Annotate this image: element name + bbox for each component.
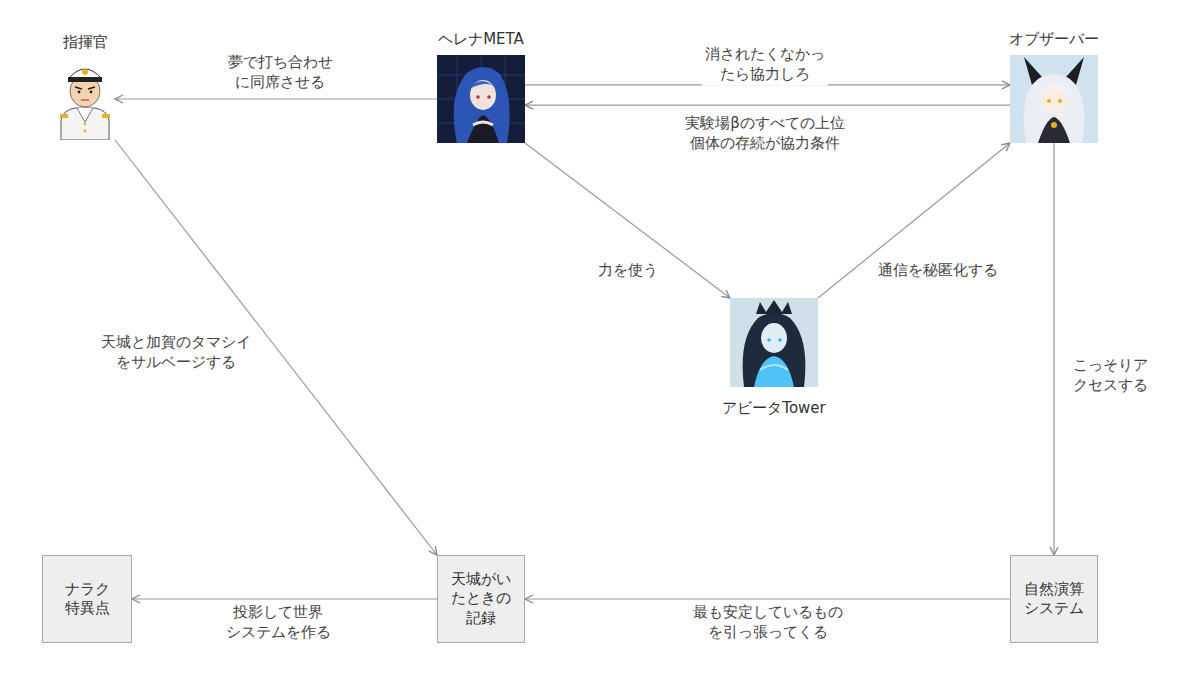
commander-icon bbox=[55, 58, 115, 140]
edge-label: こっそりア クセスする bbox=[1070, 354, 1151, 397]
tower-portrait bbox=[730, 298, 818, 387]
edge-label: 通信を秘匿化する bbox=[875, 259, 1001, 281]
edge-label: 実験場βのすべての上位 個体の存続が協力条件 bbox=[682, 112, 848, 155]
node-heading: アビータTower bbox=[722, 399, 825, 417]
arrow-connector bbox=[1053, 143, 1054, 555]
process-box: 天城がい たときの 記録 bbox=[437, 555, 525, 643]
box-label: ナラク 特異点 bbox=[65, 580, 110, 619]
box-label: 自然演算 システム bbox=[1024, 580, 1084, 619]
observer-portrait bbox=[1010, 55, 1098, 143]
arrow-connector bbox=[132, 598, 437, 599]
edge-label: 夢で打ち合わせ に同席させる bbox=[225, 51, 336, 94]
arrow-connector bbox=[115, 98, 437, 99]
node-heading: 指揮官 bbox=[63, 33, 108, 51]
person-node: オブザーバー bbox=[1010, 55, 1098, 143]
arrow-connector bbox=[525, 598, 1010, 599]
person-node: アビータTower bbox=[730, 298, 818, 387]
helena-portrait bbox=[437, 55, 525, 143]
edge-label: 天城と加賀のタマシイ をサルベージする bbox=[98, 331, 254, 374]
edge-label: 最も安定しているもの を引っ張ってくる bbox=[690, 601, 846, 644]
arrow-connector bbox=[525, 143, 730, 298]
process-box: ナラク 特異点 bbox=[42, 555, 132, 643]
person-node: 指揮官 bbox=[55, 58, 115, 140]
arrow-connector bbox=[525, 105, 1010, 106]
edge-label: 力を使う bbox=[595, 259, 661, 281]
edge-label: 消されたくなかっ たら協力しろ bbox=[702, 43, 828, 86]
node-heading: ヘレナMETA bbox=[438, 30, 524, 48]
node-heading: オブザーバー bbox=[1009, 30, 1099, 48]
edge-label: 投影して世界 システムを作る bbox=[223, 601, 334, 644]
process-box: 自然演算 システム bbox=[1010, 555, 1098, 643]
box-label: 天城がい たときの 記録 bbox=[451, 570, 511, 629]
person-node: ヘレナMETA bbox=[437, 55, 525, 143]
arrow-connector bbox=[818, 143, 1010, 298]
